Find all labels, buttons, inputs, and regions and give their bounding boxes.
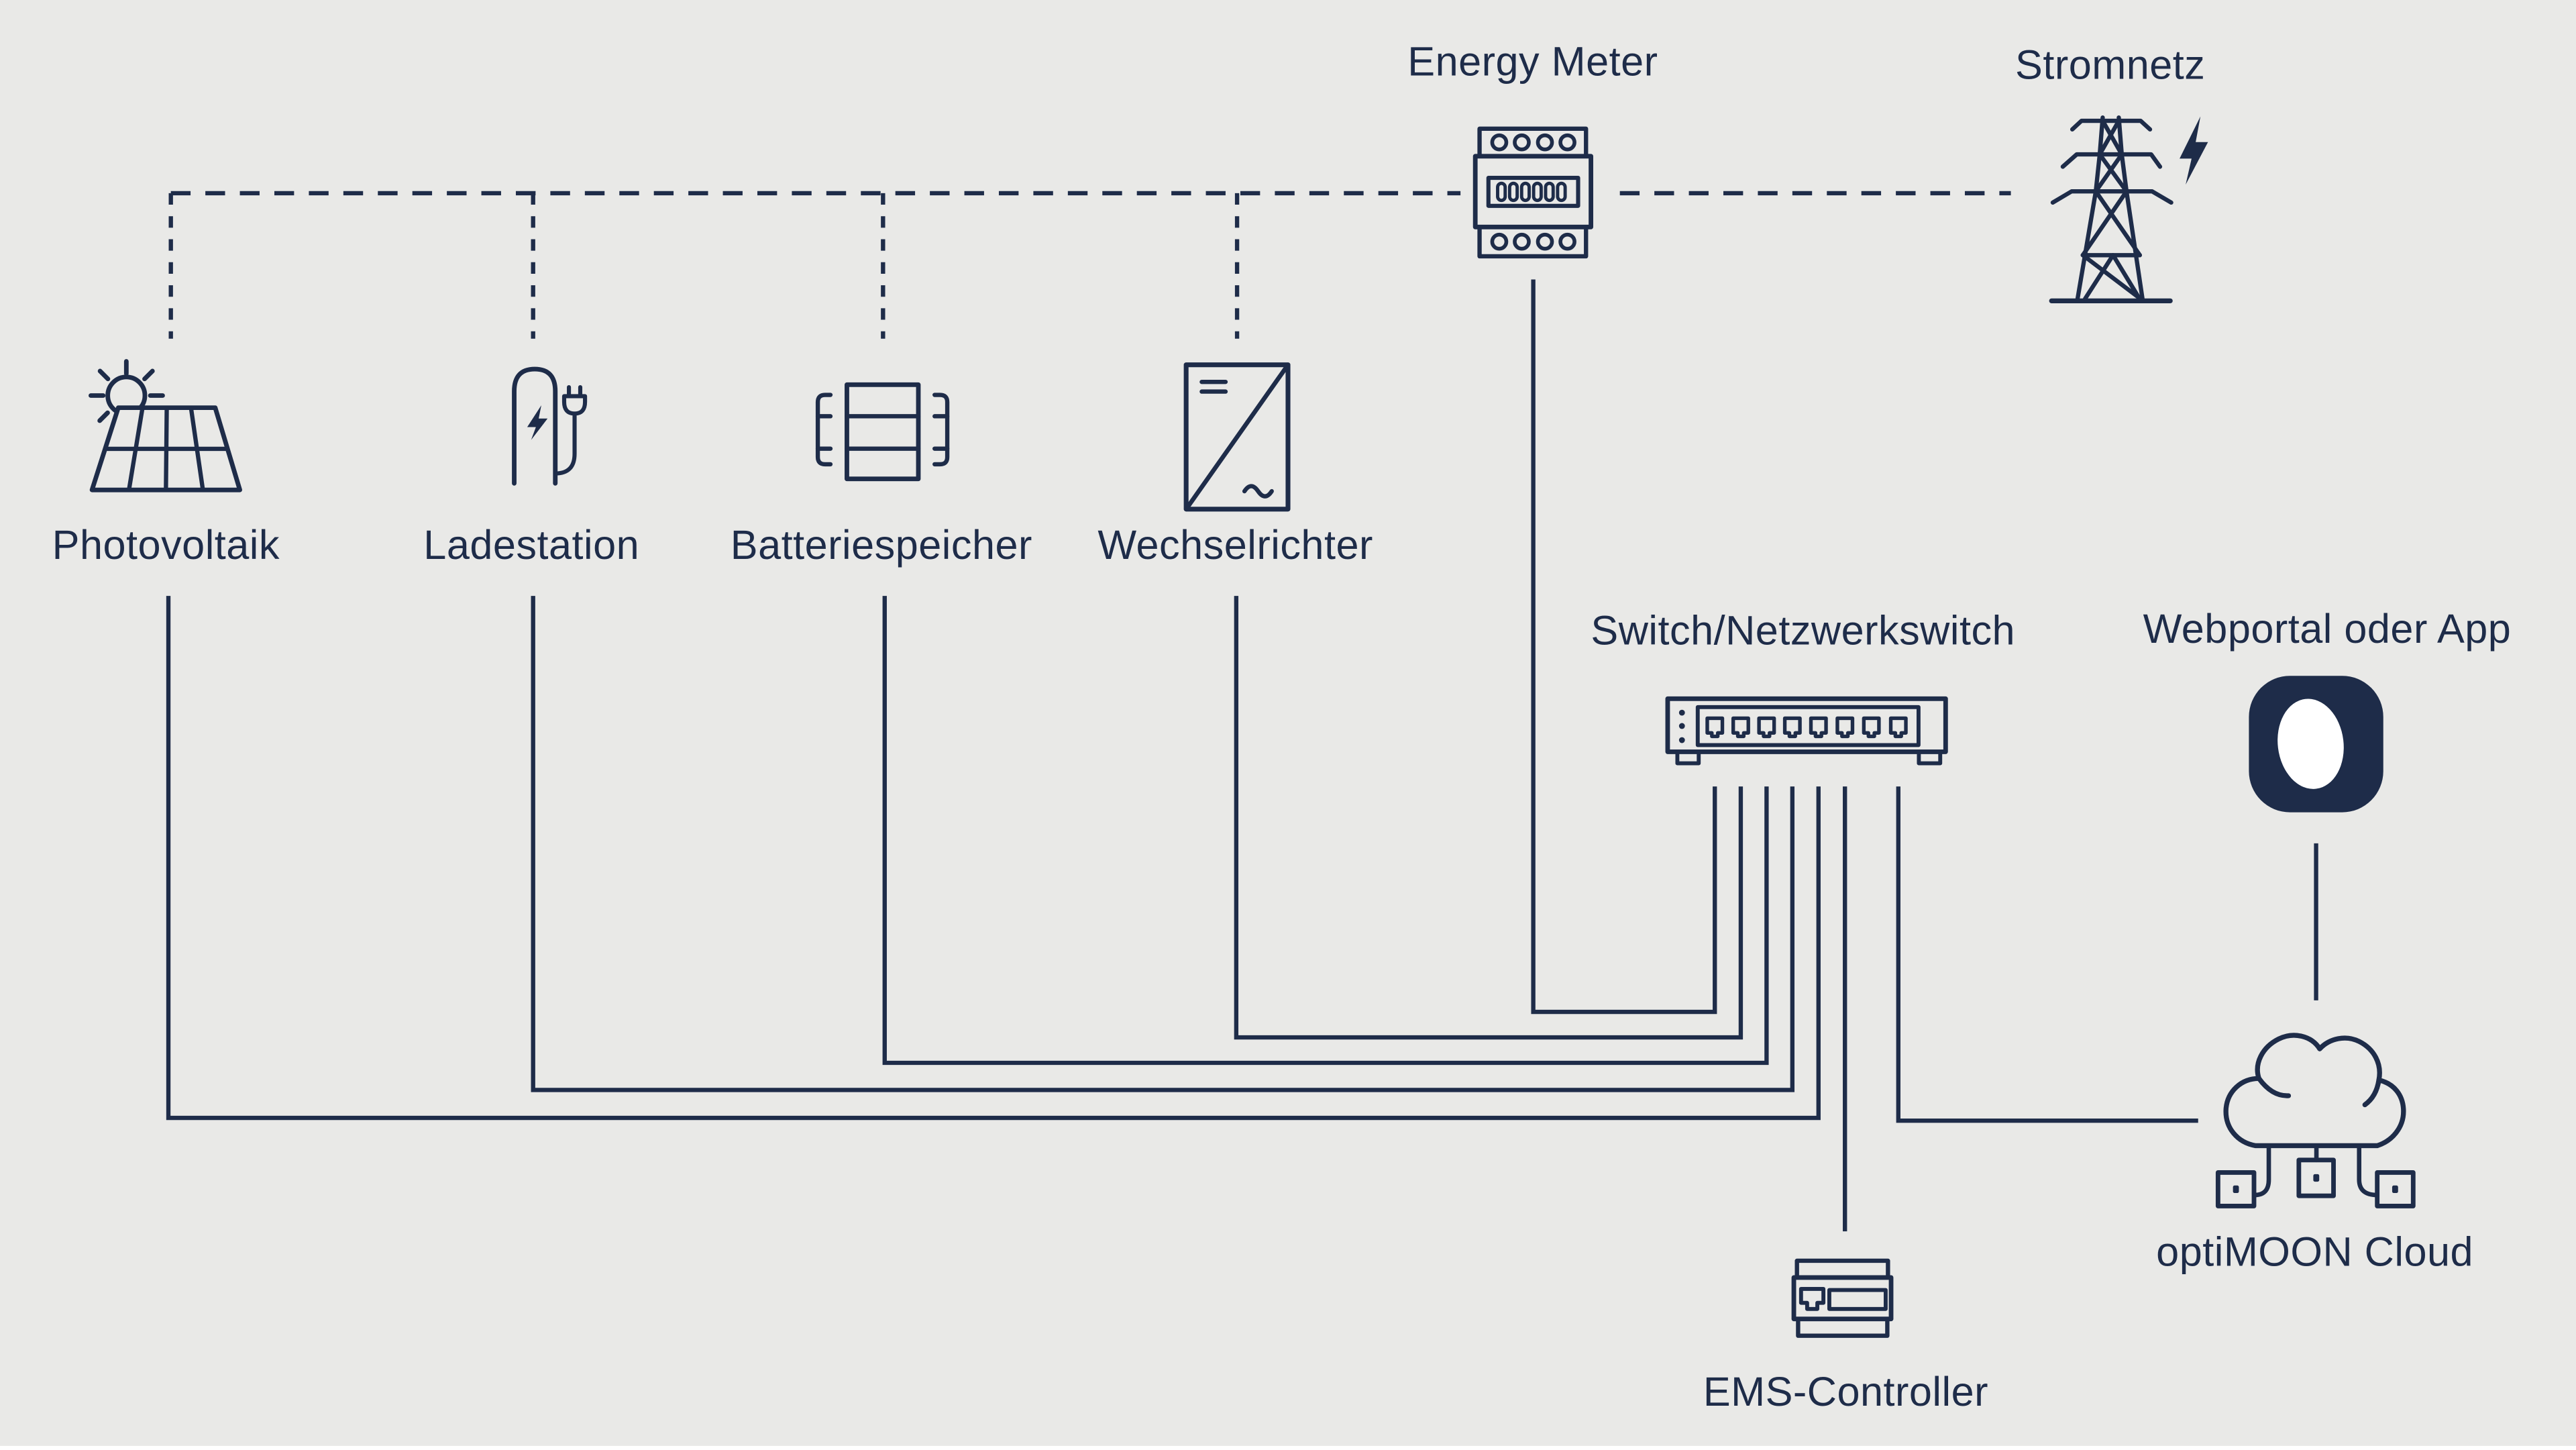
meter-bottom-block [1477, 225, 1589, 259]
cloud-outline [2223, 1033, 2406, 1149]
inverter-icon [1183, 362, 1291, 512]
charger-pillar [512, 366, 558, 486]
energy-meter-label: Energy Meter [1407, 39, 1658, 85]
battery-terminal-right [932, 393, 950, 467]
connector-switch-cloud [1896, 786, 2198, 1123]
dashed-energy-bus [168, 191, 2011, 339]
solar-panel-icon [89, 359, 242, 493]
pylon-brace-2 [2093, 152, 2129, 194]
connector-batteriespeicher-switch [882, 596, 1769, 1066]
meter-digits [1496, 181, 1567, 203]
panel-grid [103, 405, 230, 493]
battery-body [845, 382, 921, 482]
network-connectors [166, 279, 2318, 1232]
ladestation-label: Ladestation [423, 522, 639, 568]
switch-chassis [1665, 696, 1948, 754]
energy-meter-icon [1472, 126, 1594, 259]
ems-controller-icon [1791, 1258, 1894, 1338]
connector-wechselrichter-switch [1234, 596, 1743, 1040]
switch-foot-left [1675, 749, 1701, 766]
pylon-brace-3 [2080, 189, 2142, 258]
power-grid-pylon-icon [2049, 115, 2208, 304]
connector-energy-meter-switch [1531, 279, 1717, 1015]
meter-display [1486, 176, 1580, 208]
switch-ports [1705, 716, 1908, 739]
cloud-node-left [2215, 1170, 2257, 1208]
charger-bolt-icon [527, 405, 548, 440]
ems-controller-label: EMS-Controller [1703, 1369, 1988, 1414]
cloud-network-icon [2215, 1033, 2416, 1208]
connector-ladestation-switch [531, 596, 1795, 1092]
cloud-node-middle [2296, 1157, 2336, 1198]
pylon-top-arm [2070, 118, 2153, 132]
cloud-inner-arc-left [2256, 1076, 2292, 1098]
wechselrichter-label: Wechselrichter [1097, 522, 1373, 568]
grid-bolt-icon [2180, 116, 2208, 185]
ems-ethernet-port [1799, 1286, 1826, 1311]
app-icon-moon-blob [2277, 698, 2344, 789]
cloud-node-links [2252, 1143, 2379, 1198]
cloud-node-right [2375, 1170, 2416, 1208]
switch-leds [1678, 709, 1685, 743]
connector-photovoltaik-switch [166, 596, 1821, 1121]
battery-storage-icon [815, 382, 950, 482]
pylon-brace-1 [2097, 118, 2125, 157]
inverter-body [1183, 362, 1291, 512]
pylon-lower-arm [2050, 189, 2174, 205]
ems-display [1827, 1288, 1888, 1311]
dc-symbol [1199, 379, 1228, 394]
cloud-inner-arc-right [2362, 1078, 2381, 1108]
cloud-node-dots [2233, 1174, 2398, 1194]
meter-terminals-bottom [1490, 232, 1576, 251]
ev-charger-icon [512, 366, 588, 486]
battery-cells [845, 414, 921, 451]
bottom-strip [0, 1445, 2576, 1450]
switch-port-panel [1695, 705, 1921, 747]
ems-bottom-block [1796, 1316, 1890, 1338]
app-icon [2249, 676, 2383, 813]
batteriespeicher-label: Batteriespeicher [731, 522, 1032, 568]
webportal-label: Webportal oder App [2143, 606, 2512, 652]
pylon-left-leg [2075, 115, 2105, 303]
stromnetz-label: Stromnetz [2015, 42, 2205, 88]
pylon-middle-arm [2060, 152, 2163, 169]
charger-cable [553, 411, 577, 476]
sun-rays [89, 359, 165, 423]
meter-terminals-top [1490, 133, 1576, 152]
photovoltaik-label: Photovoltaik [52, 522, 280, 568]
optimoon-cloud-label: optiMOON Cloud [2156, 1229, 2473, 1275]
switch-label: Switch/Netzwerkswitch [1591, 607, 2015, 653]
inverter-diagonal [1183, 362, 1291, 512]
pylon-base-braces [2080, 253, 2141, 301]
switch-foot-right [1917, 749, 1943, 766]
battery-terminal-left [815, 393, 833, 467]
network-switch-icon [1665, 696, 1948, 766]
charger-plug-icon [553, 384, 588, 476]
ac-symbol [1242, 484, 1274, 499]
